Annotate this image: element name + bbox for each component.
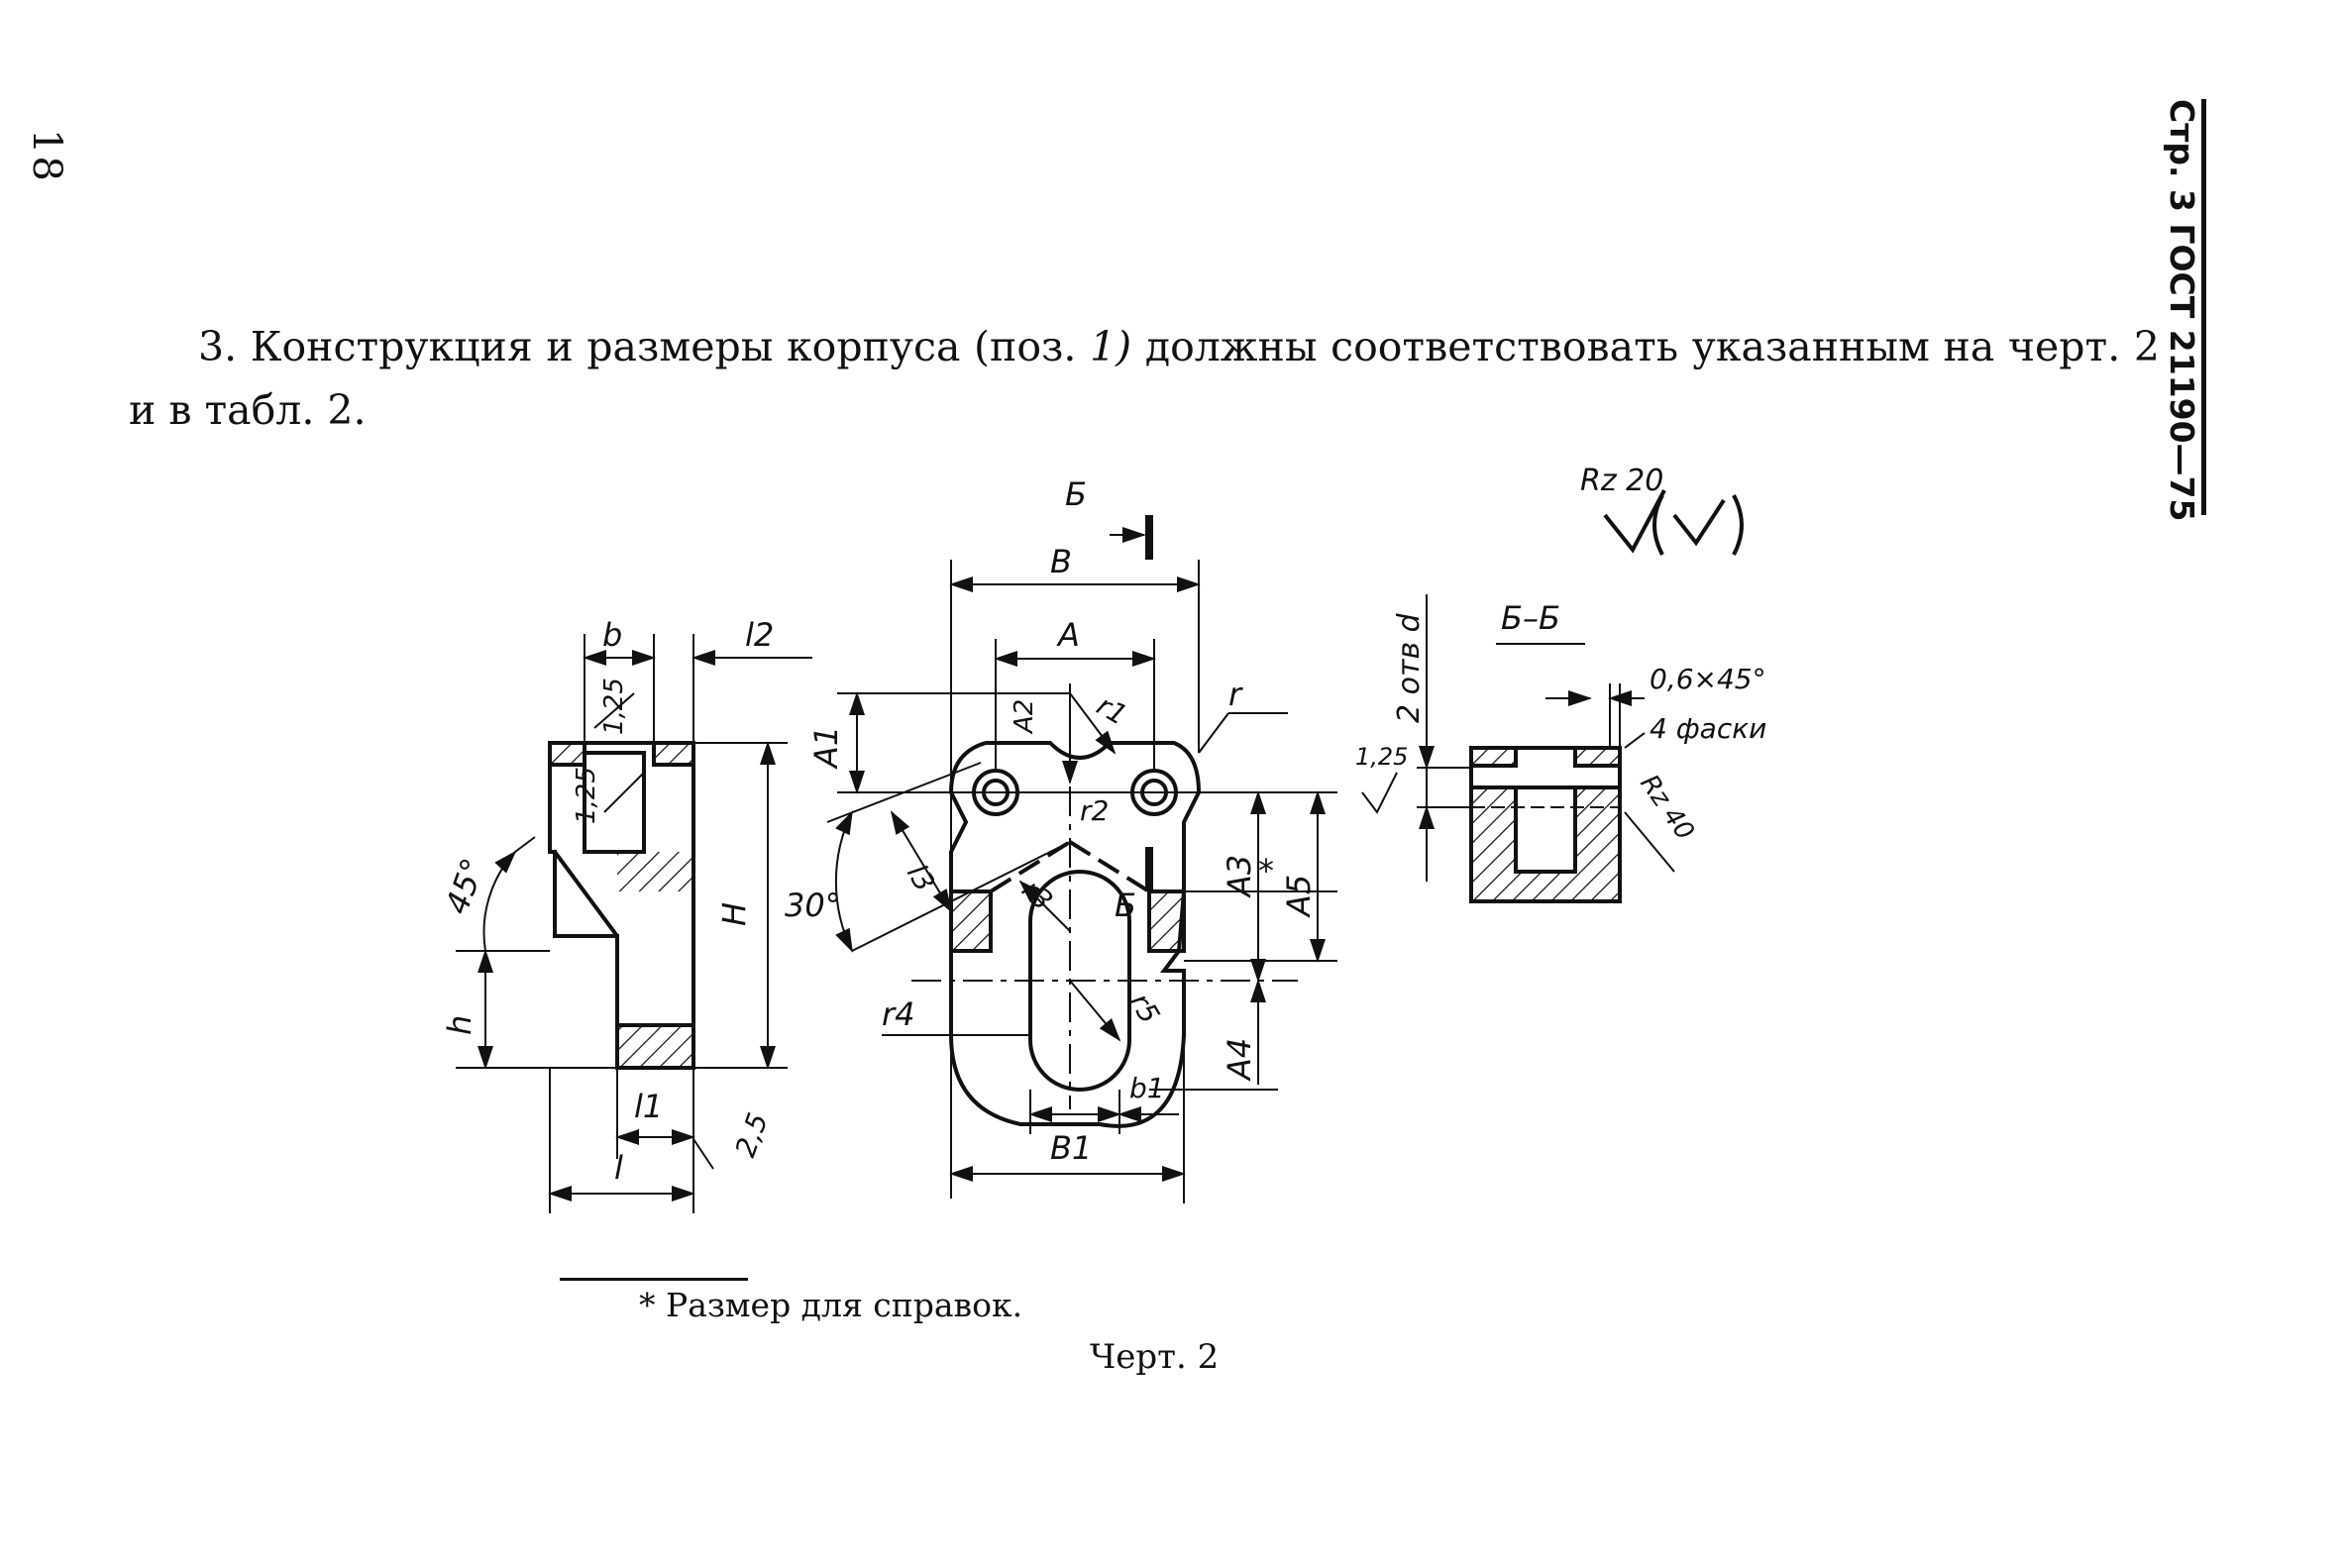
- roughness-1-25-a: 1,25: [599, 678, 629, 735]
- front-view-dims: [826, 515, 1337, 1203]
- footnote: * Размер для справок.: [639, 1286, 1023, 1324]
- dim-B: B: [1050, 543, 1072, 580]
- section-view-labels: Б–Б 2 отв d 0,6×45° 4 фаски 1,25 Rz 40: [1355, 599, 1766, 846]
- dim-l: l: [614, 1149, 623, 1187]
- angle-30: 30°: [785, 887, 841, 924]
- dim-A5: A5: [1280, 875, 1318, 918]
- position-number: 1): [1090, 323, 1132, 370]
- radius-r1: r1: [1092, 688, 1133, 731]
- dim-H: H: [715, 902, 753, 926]
- dim-B1: B1: [1050, 1129, 1092, 1167]
- section-title: Б–Б: [1501, 599, 1560, 637]
- section-view-dims: [1361, 594, 1675, 882]
- radius-r4: r4: [882, 995, 915, 1033]
- footnote-rule: [560, 1278, 748, 1281]
- roughness-1-25-b: 1,25: [572, 767, 601, 824]
- dim-A: A: [1056, 616, 1080, 654]
- roughness-1-25-c: 1,25: [1355, 743, 1408, 771]
- dim-A1: A1: [807, 726, 845, 770]
- dim-l2: l2: [745, 616, 774, 654]
- front-view: [948, 741, 1202, 1128]
- chamfer-size: 0,6×45°: [1650, 663, 1766, 695]
- side-view: [548, 741, 695, 1070]
- radius-r: r: [1228, 676, 1243, 713]
- chamfer-count: 4 фаски: [1650, 712, 1766, 745]
- radius-r2: r2: [1080, 794, 1109, 827]
- reference-star: *: [1258, 852, 1274, 889]
- dim-h: h: [441, 1015, 479, 1035]
- dim-b: b: [602, 616, 622, 654]
- dim-l1: l1: [634, 1088, 663, 1125]
- paragraph-text-1: 3. Конструкция и размеры корпуса (поз.: [198, 323, 1091, 370]
- figure-caption: Черт. 2: [1090, 1337, 1220, 1377]
- roughness-brackets-drawn: [1652, 494, 1744, 556]
- section-view: [1469, 746, 1622, 903]
- side-view-dims: [456, 634, 812, 1213]
- section-mark: Б: [1065, 475, 1087, 513]
- body-paragraph: 3. Конструкция и размеры корпуса (поз. 1…: [129, 315, 2160, 442]
- dim-A4: A4: [1221, 1038, 1258, 1082]
- roughness-rz20: Rz 20: [1580, 464, 1663, 498]
- dim-A3: A3: [1221, 855, 1258, 898]
- roughness-2-5: 2,5: [729, 1108, 775, 1161]
- section-mark-2: Б: [1115, 887, 1136, 924]
- angle-45: 45°: [438, 853, 492, 918]
- holes-note: 2 отв d: [1392, 612, 1427, 723]
- dim-A2: A2: [1010, 699, 1039, 735]
- paragraph-text-2: должны соответствовать указанным на черт…: [129, 323, 2160, 434]
- header-rule: [2201, 99, 2206, 515]
- general-roughness: [1603, 489, 1726, 554]
- dim-b1: b1: [1129, 1072, 1165, 1104]
- dim-l3: l3: [901, 859, 941, 897]
